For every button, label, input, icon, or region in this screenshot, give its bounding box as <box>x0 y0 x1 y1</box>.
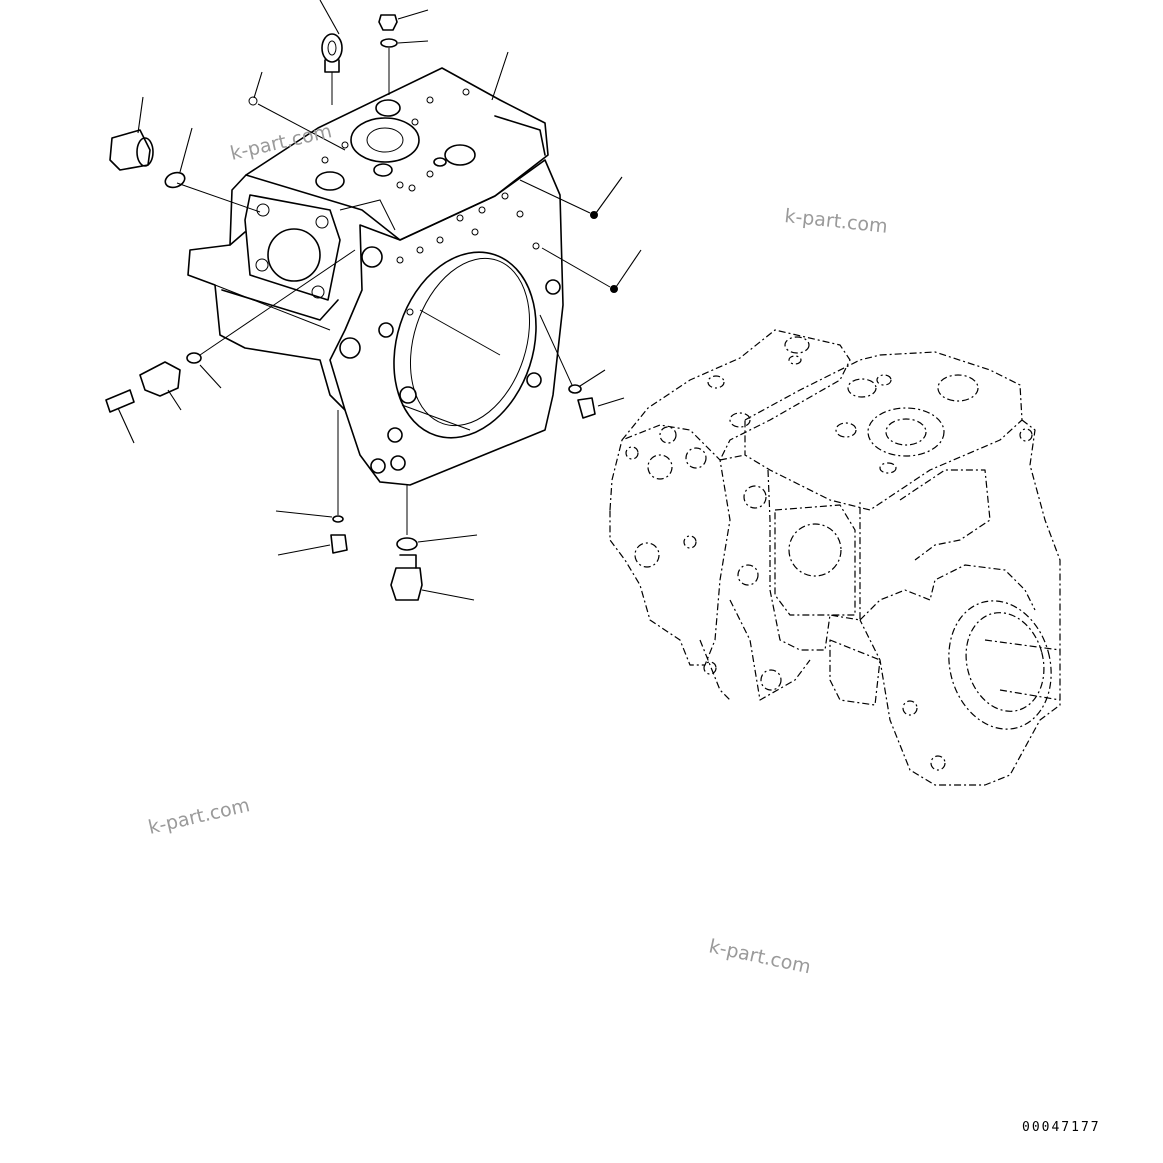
plug-part-bottom <box>390 485 423 601</box>
watermark-text-3: k-part.com <box>146 794 252 839</box>
nipple-part-bottom <box>330 410 348 554</box>
pump-assembly-phantom <box>609 329 1061 786</box>
leader-lines <box>117 0 642 601</box>
plug-part-top <box>378 14 398 95</box>
plug-part-left <box>109 129 154 171</box>
watermark-text-2: k-part.com <box>783 205 888 238</box>
watermark-group: k-part.com k-part.com k-part.com k-part.… <box>146 120 888 978</box>
oring-part-left <box>164 171 186 189</box>
eyebolt-part <box>321 33 343 105</box>
watermark-text-4: k-part.com <box>707 935 813 978</box>
watermark-text-1: k-part.com <box>228 120 334 165</box>
drawing-code: 00047177 <box>1022 1120 1101 1135</box>
nipple-part-left <box>105 352 202 413</box>
pump-case <box>187 67 564 486</box>
